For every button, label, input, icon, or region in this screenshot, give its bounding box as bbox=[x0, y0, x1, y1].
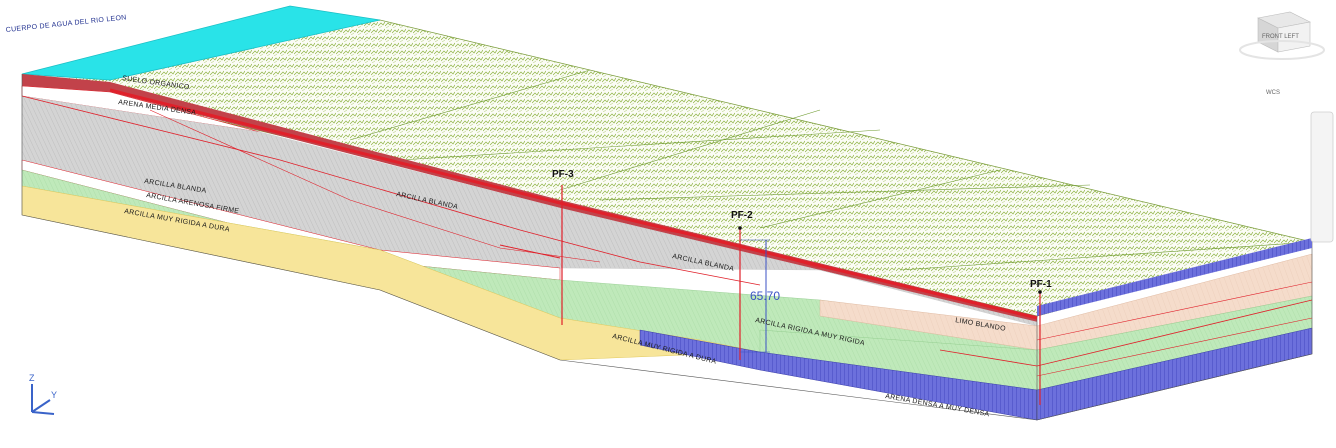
borehole-pf2-label: PF-2 bbox=[731, 210, 753, 221]
viewcube-face-label: FRONT LEFT bbox=[1262, 34, 1299, 40]
block-outline-left bbox=[21, 74, 1038, 421]
red-contact-lines bbox=[21, 88, 1313, 377]
navigation-bar[interactable] bbox=[1310, 111, 1334, 243]
borehole-pf3[interactable]: PF-3 bbox=[552, 169, 574, 325]
label-water-body: CUERPO DE AGUA DEL RIO LEON bbox=[5, 14, 127, 34]
ucs-icon: Z Y bbox=[29, 373, 57, 415]
borehole-pf1-label: PF-1 bbox=[1030, 279, 1052, 290]
viewcube[interactable]: FRONT LEFT WCS bbox=[1239, 11, 1325, 96]
borehole-pf1[interactable]: PF-1 bbox=[1030, 279, 1052, 405]
dimension-depth[interactable]: 65.70 bbox=[740, 239, 780, 353]
dimension-value: 65.70 bbox=[750, 289, 780, 303]
borehole-pf3-label: PF-3 bbox=[552, 169, 574, 180]
layer-right-edge-blue bbox=[1037, 238, 1312, 316]
viewcube-compass-label: WCS bbox=[1266, 90, 1280, 96]
layer-organic-band bbox=[22, 74, 1037, 322]
ucs-y-label: Y bbox=[51, 390, 57, 400]
ucs-z-label: Z bbox=[29, 373, 35, 383]
borehole-pf2[interactable]: PF-2 bbox=[731, 210, 753, 360]
water-body bbox=[21, 5, 381, 81]
